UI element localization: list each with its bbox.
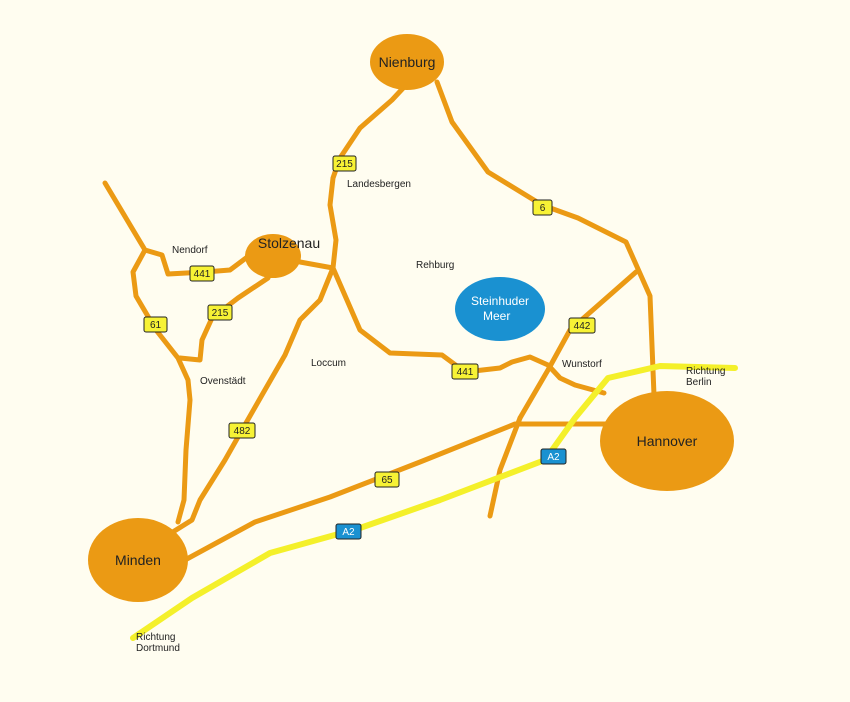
road-stolzenau-loccum-minden (157, 265, 336, 543)
town-label-stolzenau: Stolzenau (258, 235, 320, 251)
motorway-a2 (130, 363, 738, 641)
road-shield-441-east: 441 (451, 363, 479, 380)
road-shield-a2-west: A2 (335, 523, 362, 540)
town-label-minden: Minden (115, 552, 161, 568)
place-rehburg: Rehburg (416, 260, 454, 271)
road-stolzenau-link (297, 259, 336, 271)
road-215-stolzenau-ovenstaedt (177, 275, 271, 363)
town-minden[interactable]: Minden (88, 518, 188, 602)
road-65-minden-hannover (182, 421, 608, 563)
place-loccum: Loccum (311, 358, 346, 369)
road-shield-215-south: 215 (207, 304, 233, 321)
road-442-south (487, 415, 523, 519)
town-stolzenau[interactable]: Stolzenau (245, 234, 320, 278)
svg-text:442: 442 (574, 321, 591, 332)
lake-steinhuder-meer[interactable]: Steinhuder Meer (455, 277, 545, 341)
road-shield-482: 482 (228, 422, 256, 439)
town-label-nienburg: Nienburg (379, 54, 436, 70)
road-shield-6: 6 (532, 199, 553, 216)
svg-text:65: 65 (381, 475, 393, 486)
svg-text:441: 441 (457, 367, 474, 378)
svg-text:215: 215 (336, 159, 353, 170)
direction-dortmund-line1: Richtung (136, 632, 175, 643)
road-61-nendorf-minden (130, 247, 193, 525)
town-nienburg[interactable]: Nienburg (370, 34, 444, 90)
svg-text:A2: A2 (342, 527, 355, 538)
road-shield-441-west: 441 (189, 265, 215, 282)
direction-berlin-line2: Berlin (686, 377, 712, 388)
svg-text:6: 6 (540, 203, 546, 214)
town-hannover[interactable]: Hannover (600, 391, 734, 491)
svg-text:61: 61 (150, 320, 162, 331)
road-shield-215-north: 215 (332, 155, 357, 172)
road-shield-a2-east: A2 (540, 448, 567, 465)
road-network (102, 79, 657, 563)
road-442-wunstorf-hannover-north (517, 269, 639, 421)
road-shield-65: 65 (374, 471, 400, 488)
place-ovenstaedt: Ovenstädt (200, 376, 246, 387)
svg-text:441: 441 (194, 269, 211, 280)
svg-text:A2: A2 (547, 452, 560, 463)
svg-text:215: 215 (212, 308, 229, 319)
place-nendorf: Nendorf (172, 245, 208, 256)
direction-dortmund-line2: Dortmund (136, 643, 180, 654)
road-shield-442: 442 (568, 317, 596, 334)
road-nienburg-stolzenau (327, 82, 409, 271)
town-label-hannover: Hannover (637, 433, 698, 449)
road-441-rehburg-hannover (330, 265, 607, 396)
place-wunstorf: Wunstorf (562, 359, 602, 370)
road-shield-61: 61 (143, 316, 168, 333)
direction-berlin-line1: Richtung (686, 366, 725, 377)
road-441-nendorf-stolzenau (102, 180, 253, 277)
svg-text:482: 482 (234, 426, 251, 437)
place-landesbergen: Landesbergen (347, 179, 411, 190)
lake-label-line1: Steinhuder (471, 294, 529, 308)
lake-label-line2: Meer (483, 309, 510, 323)
road-6-nienburg-hannover (434, 79, 657, 398)
